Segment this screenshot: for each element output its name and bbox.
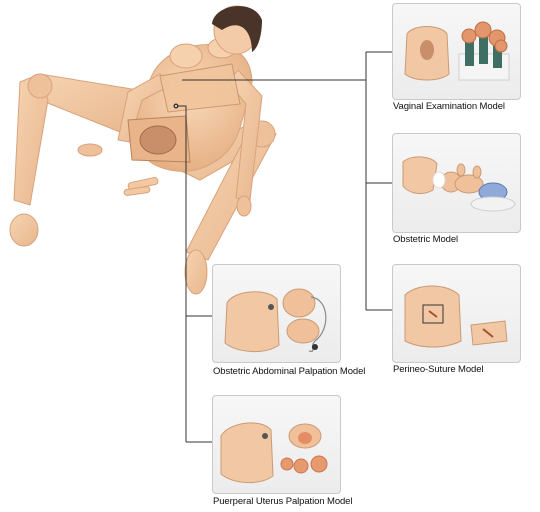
perineo-suture-thumbnail[interactable] (392, 264, 521, 363)
puerperal-uterus-thumbnail[interactable] (212, 395, 341, 494)
puerperal-uterus-model-image (220, 422, 328, 483)
vaginal-examination-thumbnail[interactable] (392, 3, 521, 100)
obstetric-model-image (402, 156, 516, 212)
abdominal-palpation-thumbnail[interactable] (212, 264, 341, 363)
vaginal-examination-model-image (404, 21, 510, 81)
abdominal-palpation-caption: Obstetric Abdominal Palpation Model (213, 366, 366, 377)
obstetric-caption: Obstetric Model (393, 234, 459, 245)
abdominal-palpation-model-image (224, 288, 327, 352)
vaginal-examination-caption: Vaginal Examination Model (393, 101, 505, 112)
obstetric-thumbnail[interactable] (392, 133, 521, 233)
puerperal-uterus-caption: Puerperal Uterus Palpation Model (213, 496, 353, 507)
perineo-suture-model-image (404, 285, 508, 348)
perineo-suture-caption: Perineo-Suture Model (393, 364, 484, 375)
